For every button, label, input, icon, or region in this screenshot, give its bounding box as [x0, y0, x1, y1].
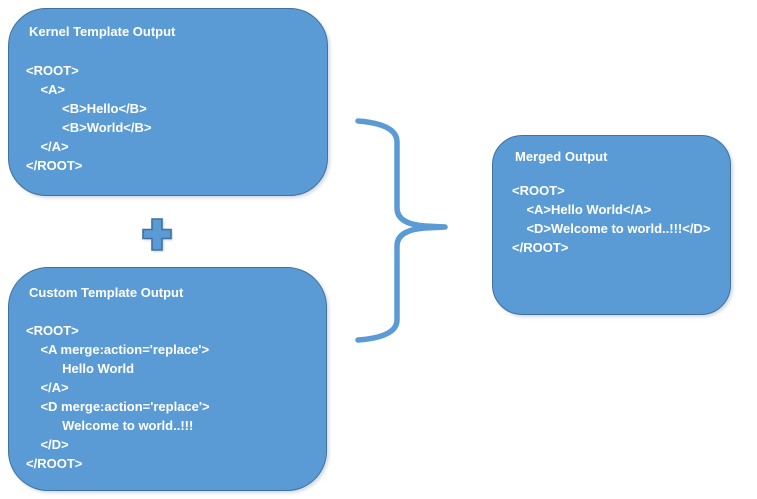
code-line: </A> — [26, 380, 69, 395]
kernel-box-title: Kernel Template Output — [29, 24, 176, 39]
custom-code-block: <ROOT> <A merge:action='replace'> Hello … — [26, 321, 316, 473]
code-line: </ROOT> — [26, 456, 83, 471]
code-line: </ROOT> — [512, 240, 569, 255]
code-line: <ROOT> — [26, 323, 79, 338]
code-line: </ROOT> — [26, 158, 83, 173]
code-line: <D>Welcome to world..!!!</D> — [512, 221, 711, 236]
code-line: <A>Hello World</A> — [512, 202, 652, 217]
merged-box-title: Merged Output — [515, 149, 608, 164]
code-line: <B>World</B> — [26, 120, 152, 135]
code-line: <B>Hello</B> — [26, 101, 147, 116]
code-line: <ROOT> — [26, 63, 79, 78]
code-line: <A> — [26, 82, 66, 97]
plus-icon — [142, 218, 172, 251]
code-line: </D> — [26, 437, 69, 452]
code-line: Welcome to world..!!! — [26, 418, 194, 433]
custom-box-title: Custom Template Output — [29, 285, 184, 300]
right-curly-brace-icon — [355, 118, 448, 343]
code-line: <A merge:action='replace'> — [26, 342, 210, 357]
code-line: <D merge:action='replace'> — [26, 399, 210, 414]
kernel-template-output-box: Kernel Template Output <ROOT> <A> <B>Hel… — [8, 8, 328, 196]
code-line: </A> — [26, 139, 69, 154]
merged-code-block: <ROOT> <A>Hello World</A> <D>Welcome to … — [512, 181, 722, 257]
code-line: Hello World — [26, 361, 135, 376]
code-line: <ROOT> — [512, 183, 565, 198]
merged-output-box: Merged Output <ROOT> <A>Hello World</A> … — [492, 135, 731, 315]
kernel-code-block: <ROOT> <A> <B>Hello</B> <B>World</B> </A… — [26, 61, 317, 175]
custom-template-output-box: Custom Template Output <ROOT> <A merge:a… — [8, 267, 327, 491]
